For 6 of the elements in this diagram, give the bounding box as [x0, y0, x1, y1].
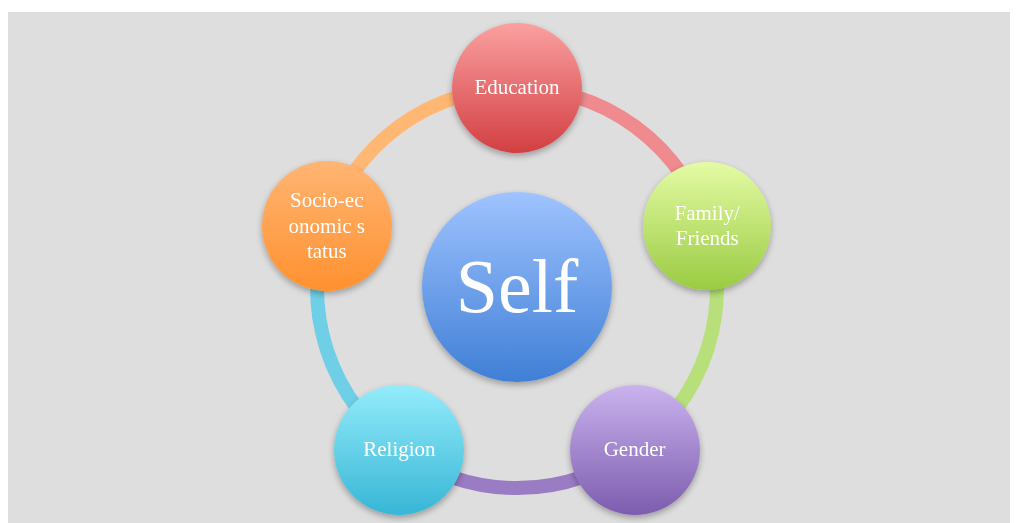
node-label: Socio-economic status	[287, 188, 366, 264]
node-label: Gender	[603, 437, 666, 463]
node-label: Education	[474, 75, 560, 101]
node-label: Family/ Friends	[673, 201, 741, 252]
node-label: Self	[455, 243, 579, 331]
node-label: Religion	[363, 437, 436, 463]
